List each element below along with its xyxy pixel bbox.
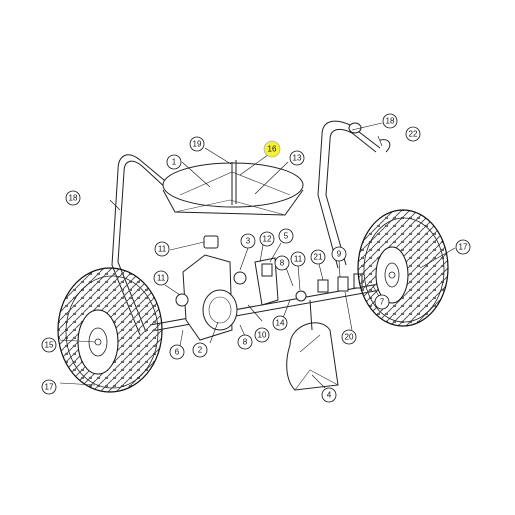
callout-11b-label: 11: [157, 274, 166, 283]
callout-17b-label: 17: [45, 383, 54, 392]
callout-7-label: 7: [380, 298, 385, 307]
callout-19: 19: [189, 136, 205, 152]
callout-11: 11: [153, 270, 169, 286]
callout-18: 18: [65, 190, 81, 206]
callouts: 1 2 3 4 5 6 7 8 8 9 10 11 11 11 12 13 14…: [41, 113, 471, 403]
callout-5-label: 5: [284, 232, 289, 241]
callout-20: 20: [341, 329, 357, 345]
left-wheel: [57, 267, 163, 393]
callout-17: 17: [41, 379, 57, 395]
callout-1: 1: [166, 154, 182, 170]
callout-8b-label: 8: [280, 259, 285, 268]
callout-1-label: 1: [172, 158, 177, 167]
callout-12-label: 12: [263, 235, 272, 244]
callout-15-label: 15: [45, 341, 54, 350]
callout-4: 4: [321, 387, 337, 403]
callout-12: 12: [259, 231, 275, 247]
callout-8a-label: 8: [243, 338, 248, 347]
callout-3-label: 3: [246, 237, 251, 246]
deflector: [286, 299, 339, 391]
callout-19-label: 19: [193, 140, 202, 149]
callout-18: 18: [382, 113, 398, 129]
callout-8: 8: [274, 255, 290, 271]
callout-15: 15: [41, 337, 57, 353]
callout-20-label: 20: [345, 333, 354, 342]
gate-assembly: [254, 257, 279, 306]
callout-16-label: 16: [268, 145, 277, 154]
callout-2: 2: [192, 342, 208, 358]
callout-6: 6: [169, 344, 185, 360]
callout-6-label: 6: [175, 348, 180, 357]
callout-3: 3: [240, 233, 256, 249]
callout-22-label: 22: [409, 130, 418, 139]
callout-18b-label: 18: [386, 117, 395, 126]
callout-2-label: 2: [198, 346, 203, 355]
callout-10-label: 10: [258, 331, 267, 340]
callout-10: 10: [254, 327, 270, 343]
callout-21: 21: [310, 249, 326, 265]
callout-8: 8: [237, 334, 253, 350]
callout-14-label: 14: [276, 319, 285, 328]
callout-9: 9: [331, 246, 347, 262]
callout-16-highlighted: 16: [263, 140, 281, 158]
callout-17a-label: 17: [459, 243, 468, 252]
callout-11: 11: [154, 241, 170, 257]
highlight-marker: [263, 140, 281, 158]
callout-4-label: 4: [327, 391, 332, 400]
callout-11a-label: 11: [158, 245, 167, 254]
callout-22: 22: [405, 126, 421, 142]
callout-13: 13: [289, 150, 305, 166]
callout-11c-label: 11: [294, 255, 303, 264]
callout-13-label: 13: [293, 154, 302, 163]
callout-17: 17: [455, 239, 471, 255]
hopper: [162, 160, 304, 216]
callout-9-label: 9: [337, 250, 342, 259]
callout-5: 5: [278, 228, 294, 244]
callout-18a-label: 18: [69, 194, 78, 203]
callout-21-label: 21: [314, 253, 323, 262]
callout-14: 14: [272, 315, 288, 331]
callout-7: 7: [374, 294, 390, 310]
right-wheel: [357, 209, 449, 327]
callout-11: 11: [290, 251, 306, 267]
gear-housing: [175, 235, 307, 346]
